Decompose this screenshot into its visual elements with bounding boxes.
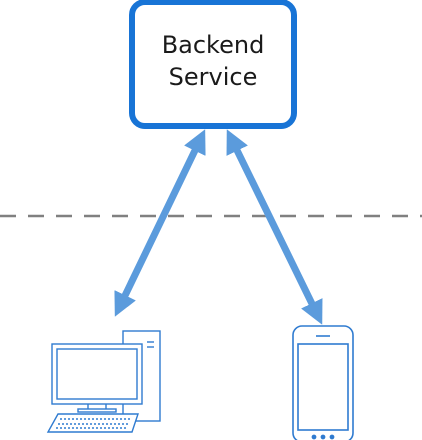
- phone-body: [292, 325, 354, 440]
- backend-service-node: Backend Service: [129, 0, 297, 129]
- desktop-monitor: [51, 343, 143, 405]
- backend-label-line1: Backend: [162, 31, 265, 59]
- phone-screen: [297, 343, 349, 431]
- desktop-screen: [56, 348, 138, 400]
- arrow-mobile-to-backend: [226, 129, 323, 325]
- backend-label-line2: Service: [169, 63, 258, 91]
- desktop-keyboard: [46, 413, 139, 433]
- arrow-desktop-to-backend: [114, 129, 206, 317]
- desktop-computer-icon: [46, 330, 161, 433]
- mobile-phone-icon: [292, 325, 354, 440]
- backend-service-box: [129, 0, 297, 129]
